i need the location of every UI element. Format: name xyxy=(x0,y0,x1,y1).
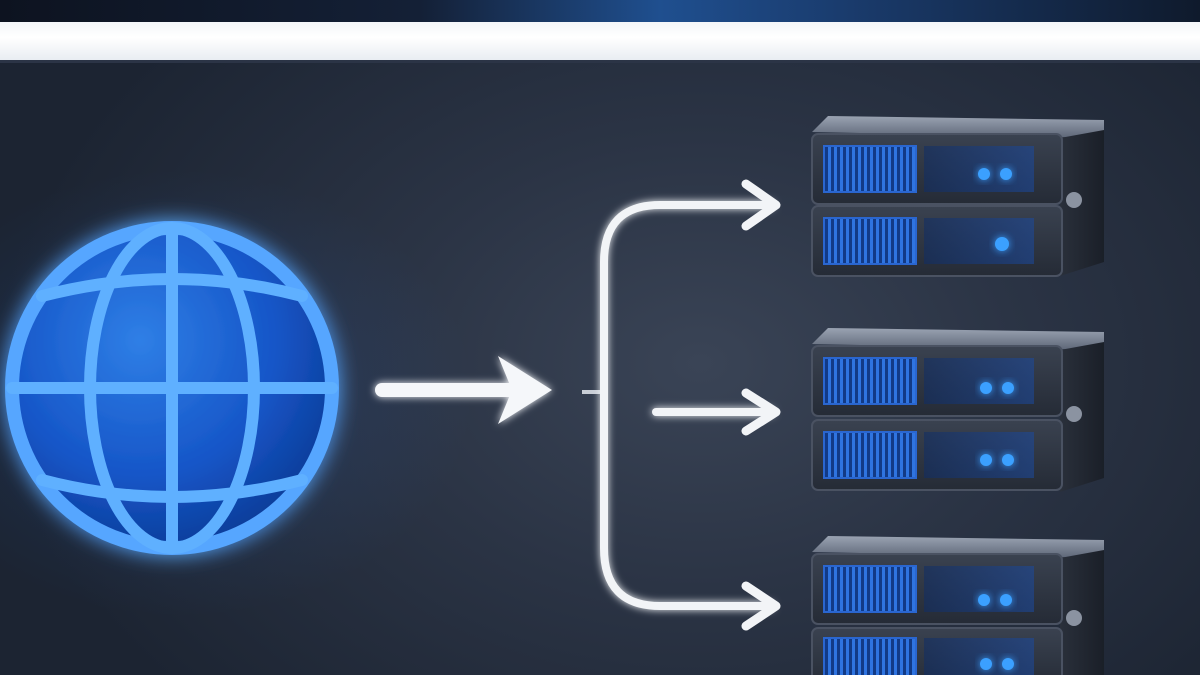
incoming-arrow xyxy=(375,356,552,424)
top-blurred-band xyxy=(0,0,1200,22)
server-rack-2 xyxy=(811,328,1104,492)
white-header-bar xyxy=(0,22,1200,63)
server-rack-3 xyxy=(811,536,1104,675)
distribution-bracket xyxy=(600,201,774,610)
globe-icon xyxy=(5,221,339,555)
bracket-arrowheads xyxy=(741,179,781,631)
server-rack-1 xyxy=(811,116,1104,277)
